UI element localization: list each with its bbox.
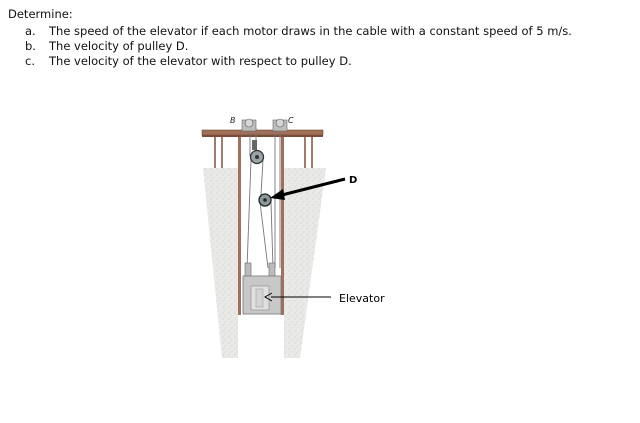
pointer-elevator-arrowhead [263, 292, 273, 302]
motor-c-icon [272, 118, 288, 132]
roof-beam [201, 129, 324, 136]
question-list: a. The speed of the elevator if each mot… [8, 24, 628, 69]
question-label: c. [25, 54, 35, 68]
question-item: a. The speed of the elevator if each mot… [8, 24, 628, 39]
question-label: b. [25, 39, 36, 53]
shaft-wall-right [284, 168, 326, 358]
question-text: The velocity of the elevator with respec… [49, 54, 352, 68]
question-text: The speed of the elevator if each motor … [49, 24, 572, 38]
elevator-cab [242, 262, 282, 315]
support-posts [214, 137, 313, 168]
pointer-d-arrowhead [270, 189, 285, 200]
label-b: B [230, 116, 236, 125]
question-text: The velocity of pulley D. [49, 39, 189, 53]
upper-pulley-icon [249, 140, 265, 165]
label-d: D [349, 175, 357, 186]
guide-rails [238, 137, 284, 315]
pointer-d-line [277, 177, 346, 198]
question-item: b. The velocity of pulley D. [8, 39, 628, 54]
question-item: c. The velocity of the elevator with res… [8, 54, 628, 69]
motor-b-icon [241, 118, 257, 132]
heading: Determine: [8, 7, 73, 21]
label-elevator: Elevator [339, 292, 385, 305]
problem-statement: Determine: a. The speed of the elevator … [8, 7, 628, 69]
pulley-d-icon [258, 193, 272, 207]
label-c: C [288, 116, 294, 125]
shaft-wall-left [203, 168, 238, 358]
question-label: a. [25, 24, 36, 38]
